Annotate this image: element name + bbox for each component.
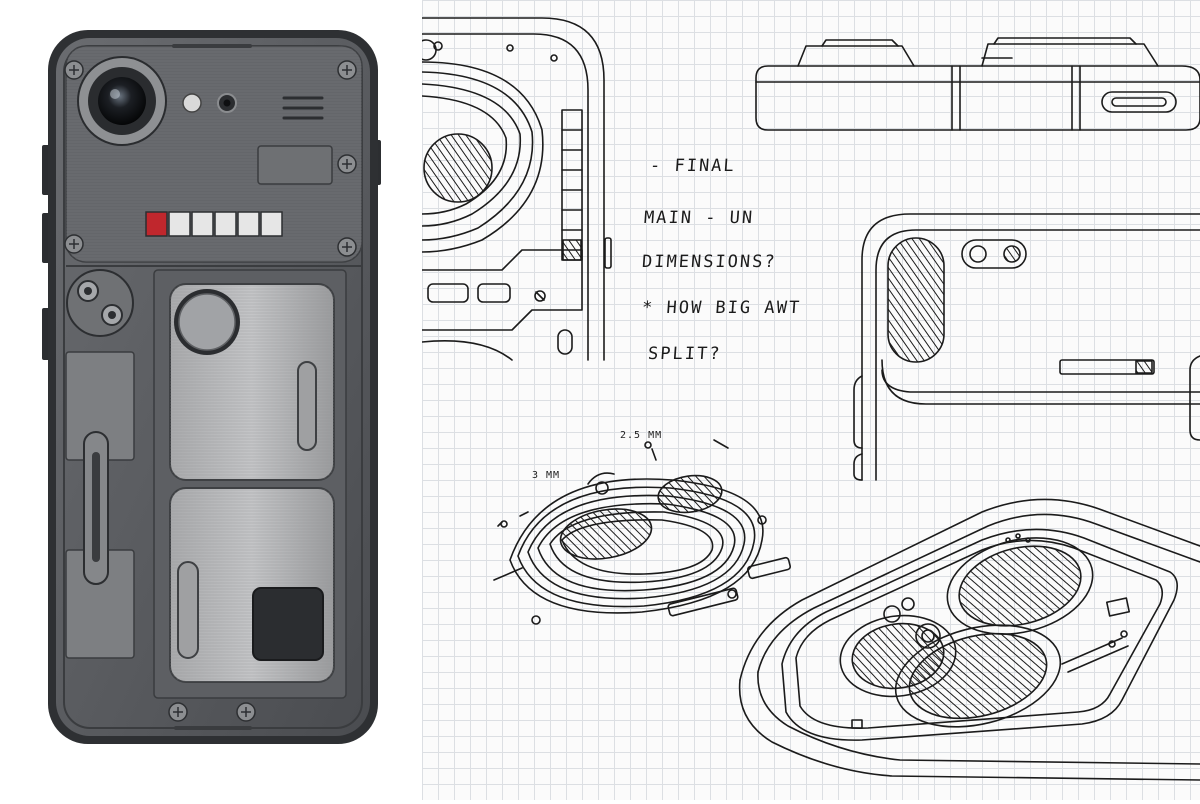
dimension-label-3mm: 3 MM: [532, 470, 561, 481]
note-line-split: SPLIT?: [647, 344, 723, 364]
speaker-grille-icon: [282, 96, 324, 120]
dimension-label-2-5mm: 2.5 MM: [620, 430, 663, 441]
module-slot: [177, 561, 199, 659]
camera-bump-perspective-sketch: [738, 498, 1200, 781]
note-line-main: MAIN - UN: [643, 208, 755, 228]
indicator-segment: [191, 211, 214, 237]
indicator-segment: [214, 211, 237, 237]
label-plate: [257, 145, 333, 185]
indicator-segment-active: [145, 211, 168, 237]
note-line-dimensions: DIMENSIONS?: [641, 252, 778, 272]
edge-view-sketch: [755, 37, 1200, 131]
main-camera-icon: [98, 77, 146, 125]
note-line-how-big: * HOW BIG AWT: [641, 298, 802, 318]
phone-render-panel: [0, 0, 422, 800]
module-slot: [297, 361, 317, 451]
indicator-segment: [168, 211, 191, 237]
flash-icon: [182, 93, 202, 113]
round-button-icon: [178, 293, 236, 351]
slider-slot: [92, 452, 100, 562]
sketches: [422, 17, 1200, 781]
indicator-strip: [145, 211, 283, 237]
secondary-camera-cluster: [66, 269, 134, 337]
indicator-segment: [260, 211, 283, 237]
camera-module-exploded-sketch: [493, 439, 791, 625]
indicator-segment: [237, 211, 260, 237]
sketch-sheet: - FINAL MAIN - UN DIMENSIONS? * HOW BIG …: [422, 0, 1200, 800]
phone-back-sketch: [853, 213, 1200, 481]
fingerprint-pad-icon: [252, 587, 324, 661]
corner-closeup-sketch: [422, 17, 612, 361]
phone-back-render: [42, 30, 381, 744]
note-line-final: - FINAL: [649, 156, 737, 176]
